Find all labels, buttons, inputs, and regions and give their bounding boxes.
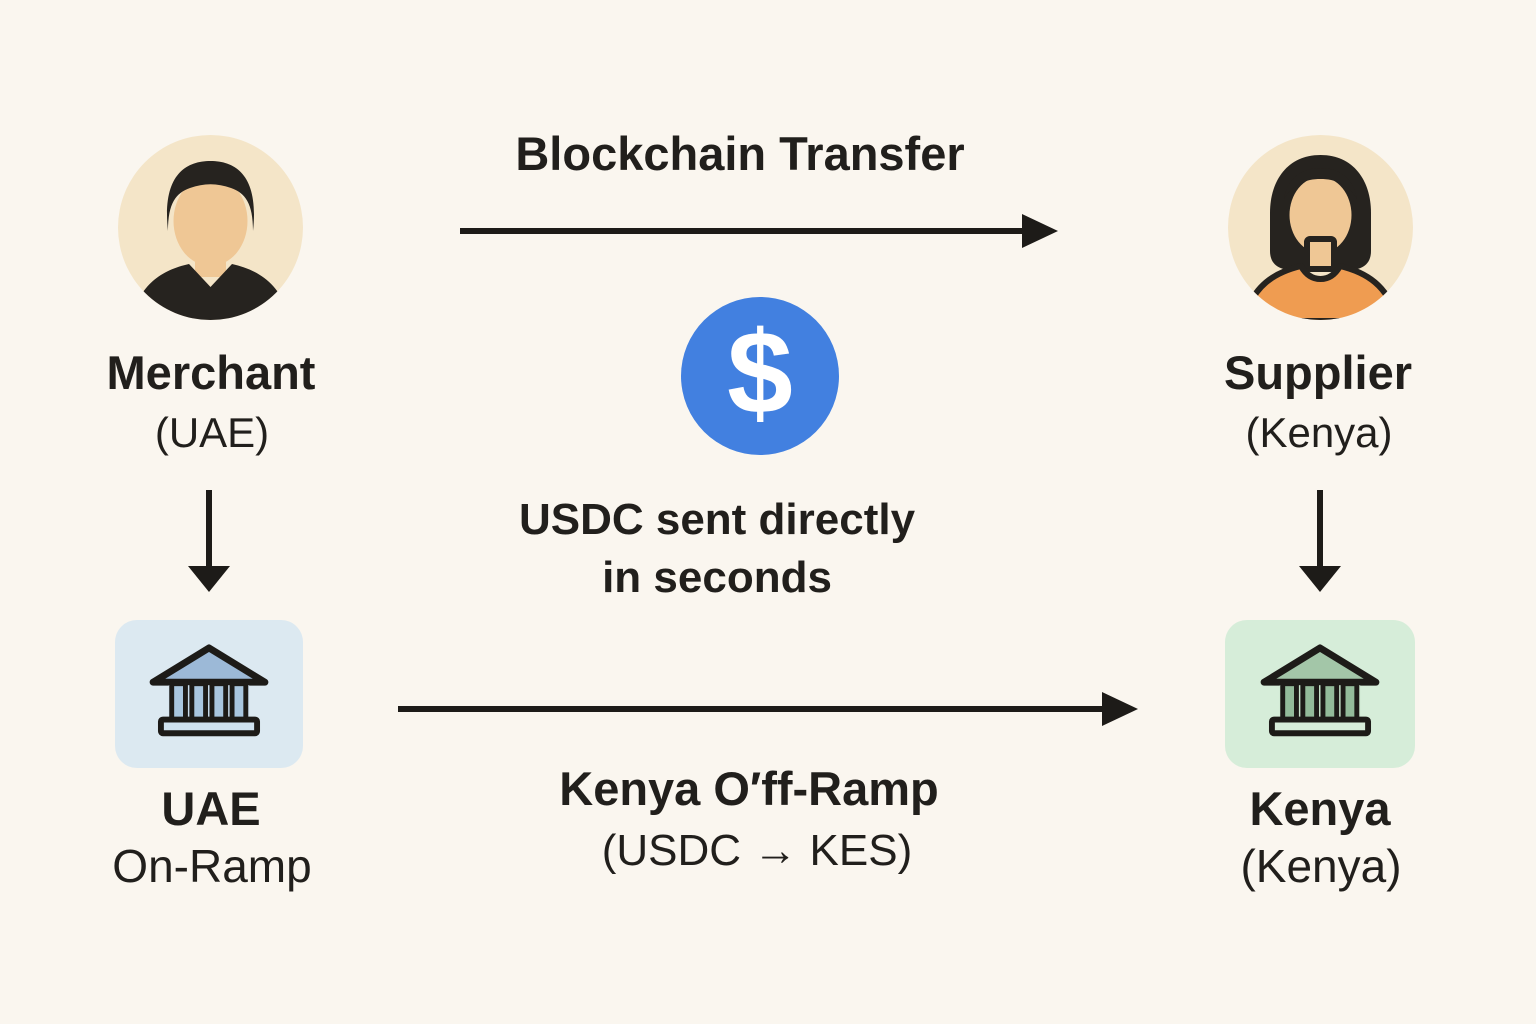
- uae-onramp-tile: [115, 620, 303, 768]
- uae-bank-subtitle: On-Ramp: [112, 840, 312, 892]
- merchant-location: (UAE): [154, 409, 270, 456]
- offramp-arrow-head-icon: [1102, 692, 1138, 726]
- supplier-avatar: [1228, 135, 1413, 320]
- person-female-icon: [1241, 155, 1400, 320]
- usdc-caption-line1: USDC sent directly: [518, 495, 916, 544]
- supplier-to-bank-arrow-head-icon: [1299, 566, 1341, 592]
- usdc-caption-line2: in seconds: [602, 553, 832, 602]
- supplier-name: Supplier: [1223, 346, 1413, 399]
- merchant-name: Merchant: [106, 346, 316, 399]
- blockchain-arrow-line: [460, 228, 1022, 234]
- uae-bank-name: UAE: [161, 782, 261, 835]
- bank-icon: [149, 644, 269, 737]
- bank-icon: [1260, 644, 1380, 737]
- person-male-icon: [132, 161, 289, 320]
- supplier-to-bank-arrow-line: [1317, 490, 1323, 568]
- usdc-coin-icon: $: [681, 297, 839, 455]
- merchant-to-onramp-arrow-head-icon: [188, 566, 230, 592]
- kenya-bank-subtitle: (Kenya): [1240, 840, 1402, 892]
- merchant-to-onramp-arrow-line: [206, 490, 212, 568]
- offramp-subtitle: (USDC → KES): [601, 826, 913, 875]
- kenya-bank-name: Kenya: [1249, 782, 1391, 835]
- offramp-arrow-line: [398, 706, 1102, 712]
- blockchain-transfer-label: Blockchain Transfer: [515, 127, 965, 180]
- kenya-bank-tile: [1225, 620, 1415, 768]
- blockchain-arrow-head-icon: [1022, 214, 1058, 248]
- merchant-avatar: [118, 135, 303, 320]
- offramp-title: Kenya O′ff-Ramp: [559, 762, 939, 815]
- supplier-location: (Kenya): [1245, 409, 1393, 456]
- dollar-sign: $: [727, 307, 793, 439]
